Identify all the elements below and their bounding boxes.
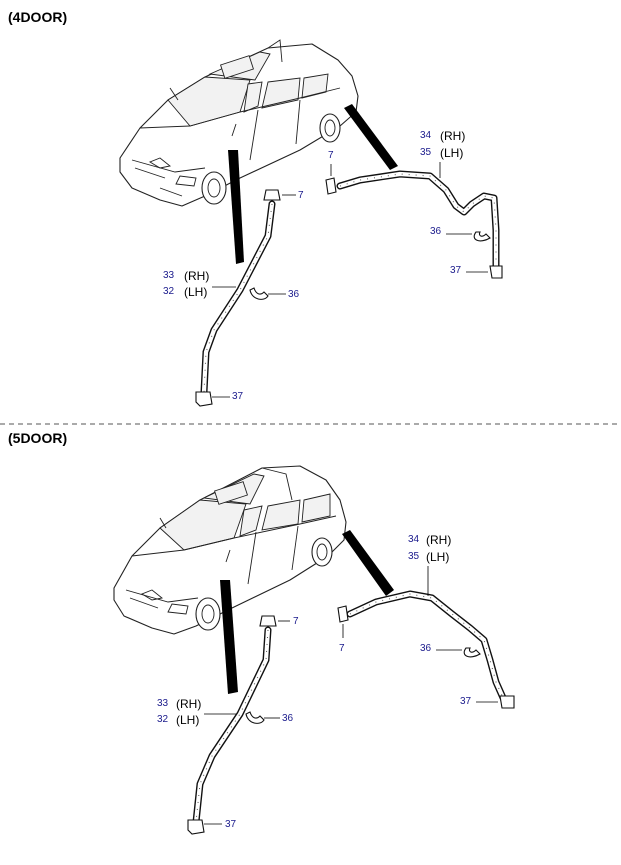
callout-hose-left-5door: 33 (RH) 32 (LH) bbox=[157, 697, 236, 727]
washer-nozzle-left: 37 bbox=[187, 819, 237, 835]
callout-hose-left-lh-side: (LH) bbox=[176, 713, 199, 727]
callout-clamp-left-5door: 36 bbox=[282, 713, 294, 724]
callout-clip-right-5door: 7 bbox=[339, 643, 345, 654]
sedan-car-illustration bbox=[119, 39, 359, 207]
callout-clip-left-5door: 7 bbox=[293, 616, 299, 627]
callout-clamp-left-4door: 36 bbox=[288, 289, 300, 300]
section-title-5door: (5DOOR) bbox=[8, 430, 67, 446]
callout-clamp-right-4door: 36 bbox=[430, 226, 442, 237]
callout-nozzle-left-5door: 37 bbox=[225, 819, 237, 830]
hose-clip-right: 7 bbox=[337, 605, 349, 654]
callout-hose-right-rh-num: 34 bbox=[420, 130, 432, 141]
callout-hose-right-lh-side: (LH) bbox=[440, 146, 463, 160]
callout-hose-left-lh-num: 32 bbox=[157, 714, 169, 725]
callout-hose-left-lh-num: 32 bbox=[163, 286, 175, 297]
callout-nozzle-right-4door: 37 bbox=[450, 265, 462, 276]
callout-hose-right-rh-side: (RH) bbox=[426, 533, 451, 547]
hose-clip-left: 7 bbox=[259, 615, 299, 627]
washer-hose-right bbox=[346, 590, 508, 704]
callout-hose-right-rh-side: (RH) bbox=[440, 129, 465, 143]
callout-hose-right-lh-side: (LH) bbox=[426, 550, 449, 564]
hatchback-car-illustration bbox=[113, 465, 347, 635]
washer-nozzle-left: 37 bbox=[195, 391, 244, 407]
hose-clamp-left: 36 bbox=[249, 287, 300, 300]
callout-hose-right-4door: 34 (RH) 35 (LH) bbox=[420, 129, 465, 178]
callout-clamp-right-5door: 36 bbox=[420, 643, 432, 654]
washer-nozzle-right: 37 bbox=[450, 265, 503, 279]
washer-hose-right bbox=[336, 170, 500, 272]
pointer-wedge-right bbox=[342, 530, 394, 596]
callout-hose-left-lh-side: (LH) bbox=[184, 285, 207, 299]
pointer-wedge-right bbox=[344, 104, 398, 170]
washer-nozzle-right: 37 bbox=[460, 695, 515, 709]
callout-hose-left-rh-side: (RH) bbox=[184, 269, 209, 283]
section-5door: (5DOOR) bbox=[8, 430, 515, 835]
callout-hose-left-rh-num: 33 bbox=[163, 270, 175, 281]
hose-clamp-right: 36 bbox=[430, 226, 491, 242]
callout-hose-right-lh-num: 35 bbox=[408, 551, 420, 562]
pointer-wedge-left bbox=[220, 580, 238, 694]
section-title-4door: (4DOOR) bbox=[8, 9, 67, 25]
callout-nozzle-right-5door: 37 bbox=[460, 696, 472, 707]
hose-clip-right: 7 bbox=[325, 150, 337, 195]
washer-hose-left bbox=[192, 626, 272, 826]
callout-hose-right-rh-num: 34 bbox=[408, 534, 420, 545]
pointer-wedge-left bbox=[228, 150, 244, 264]
callout-clip-left-4door: 7 bbox=[298, 190, 304, 201]
callout-hose-left-rh-side: (RH) bbox=[176, 697, 201, 711]
callout-hose-right-lh-num: 35 bbox=[420, 147, 432, 158]
callout-hose-left-4door: 33 (RH) 32 (LH) bbox=[163, 269, 236, 299]
callout-clip-right-4door: 7 bbox=[328, 150, 334, 161]
hose-clip-left: 7 bbox=[263, 189, 304, 201]
callout-nozzle-left-4door: 37 bbox=[232, 391, 244, 402]
hose-clamp-left: 36 bbox=[245, 711, 294, 724]
callout-hose-right-5door: 34 (RH) 35 (LH) bbox=[408, 533, 451, 596]
section-4door: (4DOOR) bbox=[8, 9, 503, 407]
callout-hose-left-rh-num: 33 bbox=[157, 698, 169, 709]
hose-clamp-right: 36 bbox=[420, 643, 481, 658]
washer-hose-left bbox=[200, 200, 276, 396]
